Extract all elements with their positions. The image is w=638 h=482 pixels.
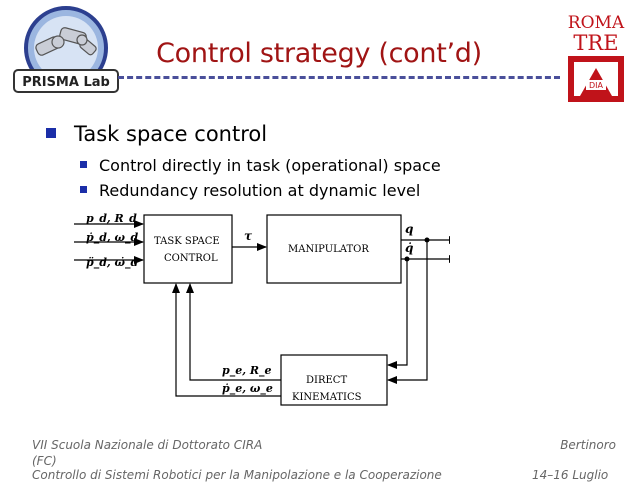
bullet-square-icon <box>46 128 56 138</box>
direct-kinematics-label-1: DIRECT <box>306 375 347 386</box>
footer-course: Controllo di Sistemi Robotici per la Man… <box>32 468 442 482</box>
roma-text: ROMA <box>568 13 625 33</box>
sub-bullet-text: Control directly in task (operational) s… <box>99 156 441 175</box>
footer-province: (FC) <box>32 454 57 468</box>
signal-q: q <box>405 222 413 236</box>
qdot-feedback-line <box>387 259 408 369</box>
bullet-square-icon <box>80 161 87 168</box>
task-space-control-label-2: CONTROL <box>164 253 218 264</box>
tre-text: TRE <box>573 31 618 55</box>
prisma-lab-logo-text: PRISMA Lab <box>22 75 110 90</box>
signal-pe-re: p_e, R_e <box>222 364 272 378</box>
direct-kinematics-label-2: KINEMATICS <box>292 392 362 403</box>
signal-pd-rd: p_d, R_d <box>86 212 137 226</box>
branch-point-qdot <box>404 256 410 262</box>
footer-school: VII Scuola Nazionale di Dottorato CIRA <box>32 438 263 452</box>
sub-bullet-control-directly: Control directly in task (operational) s… <box>80 156 441 175</box>
manipulator-block <box>266 214 402 284</box>
slide-title: Control strategy (cont’d) <box>156 38 482 69</box>
signal-pdot-omega: ṗ_d, ω_d <box>86 231 139 245</box>
signal-pedot-omegae: ṗ_e, ω_e <box>222 382 273 396</box>
roma-tre-logo: ROMA TRE DIA <box>560 10 632 104</box>
prisma-lab-logo: PRISMA Lab <box>8 6 128 98</box>
footer-location: Bertinoro <box>560 438 616 452</box>
control-block-diagram: TASK SPACE CONTROL MANIPULATOR DIRECT KI… <box>74 212 450 406</box>
signal-qdot: q̇ <box>405 241 413 255</box>
q-feedback-line <box>387 240 428 384</box>
branch-point-q <box>424 237 430 243</box>
sub-bullet-redundancy: Redundancy resolution at dynamic level <box>80 181 420 200</box>
pose-feedback-line <box>186 283 281 381</box>
bullet-text: Task space control <box>74 122 268 146</box>
bullet-task-space-control: Task space control <box>46 122 267 146</box>
signal-tau: τ <box>244 229 253 243</box>
title-divider <box>118 76 560 79</box>
task-space-control-block <box>143 214 233 284</box>
signal-pddot-omegadot: p̈_d, ω̇_d <box>86 256 139 270</box>
bullet-square-icon <box>80 186 87 193</box>
task-space-control-label-1: TASK SPACE <box>154 236 220 247</box>
dia-badge: DIA <box>589 81 604 90</box>
footer-date: 14–16 Luglio <box>532 468 609 482</box>
sub-bullet-text: Redundancy resolution at dynamic level <box>99 181 421 200</box>
velocity-feedback-line <box>172 283 281 397</box>
manipulator-label: MANIPULATOR <box>288 244 369 255</box>
prisma-lab-logo-graphic: PRISMA Lab <box>13 6 119 93</box>
roma-tre-logo-graphic: ROMA TRE DIA <box>568 13 625 102</box>
